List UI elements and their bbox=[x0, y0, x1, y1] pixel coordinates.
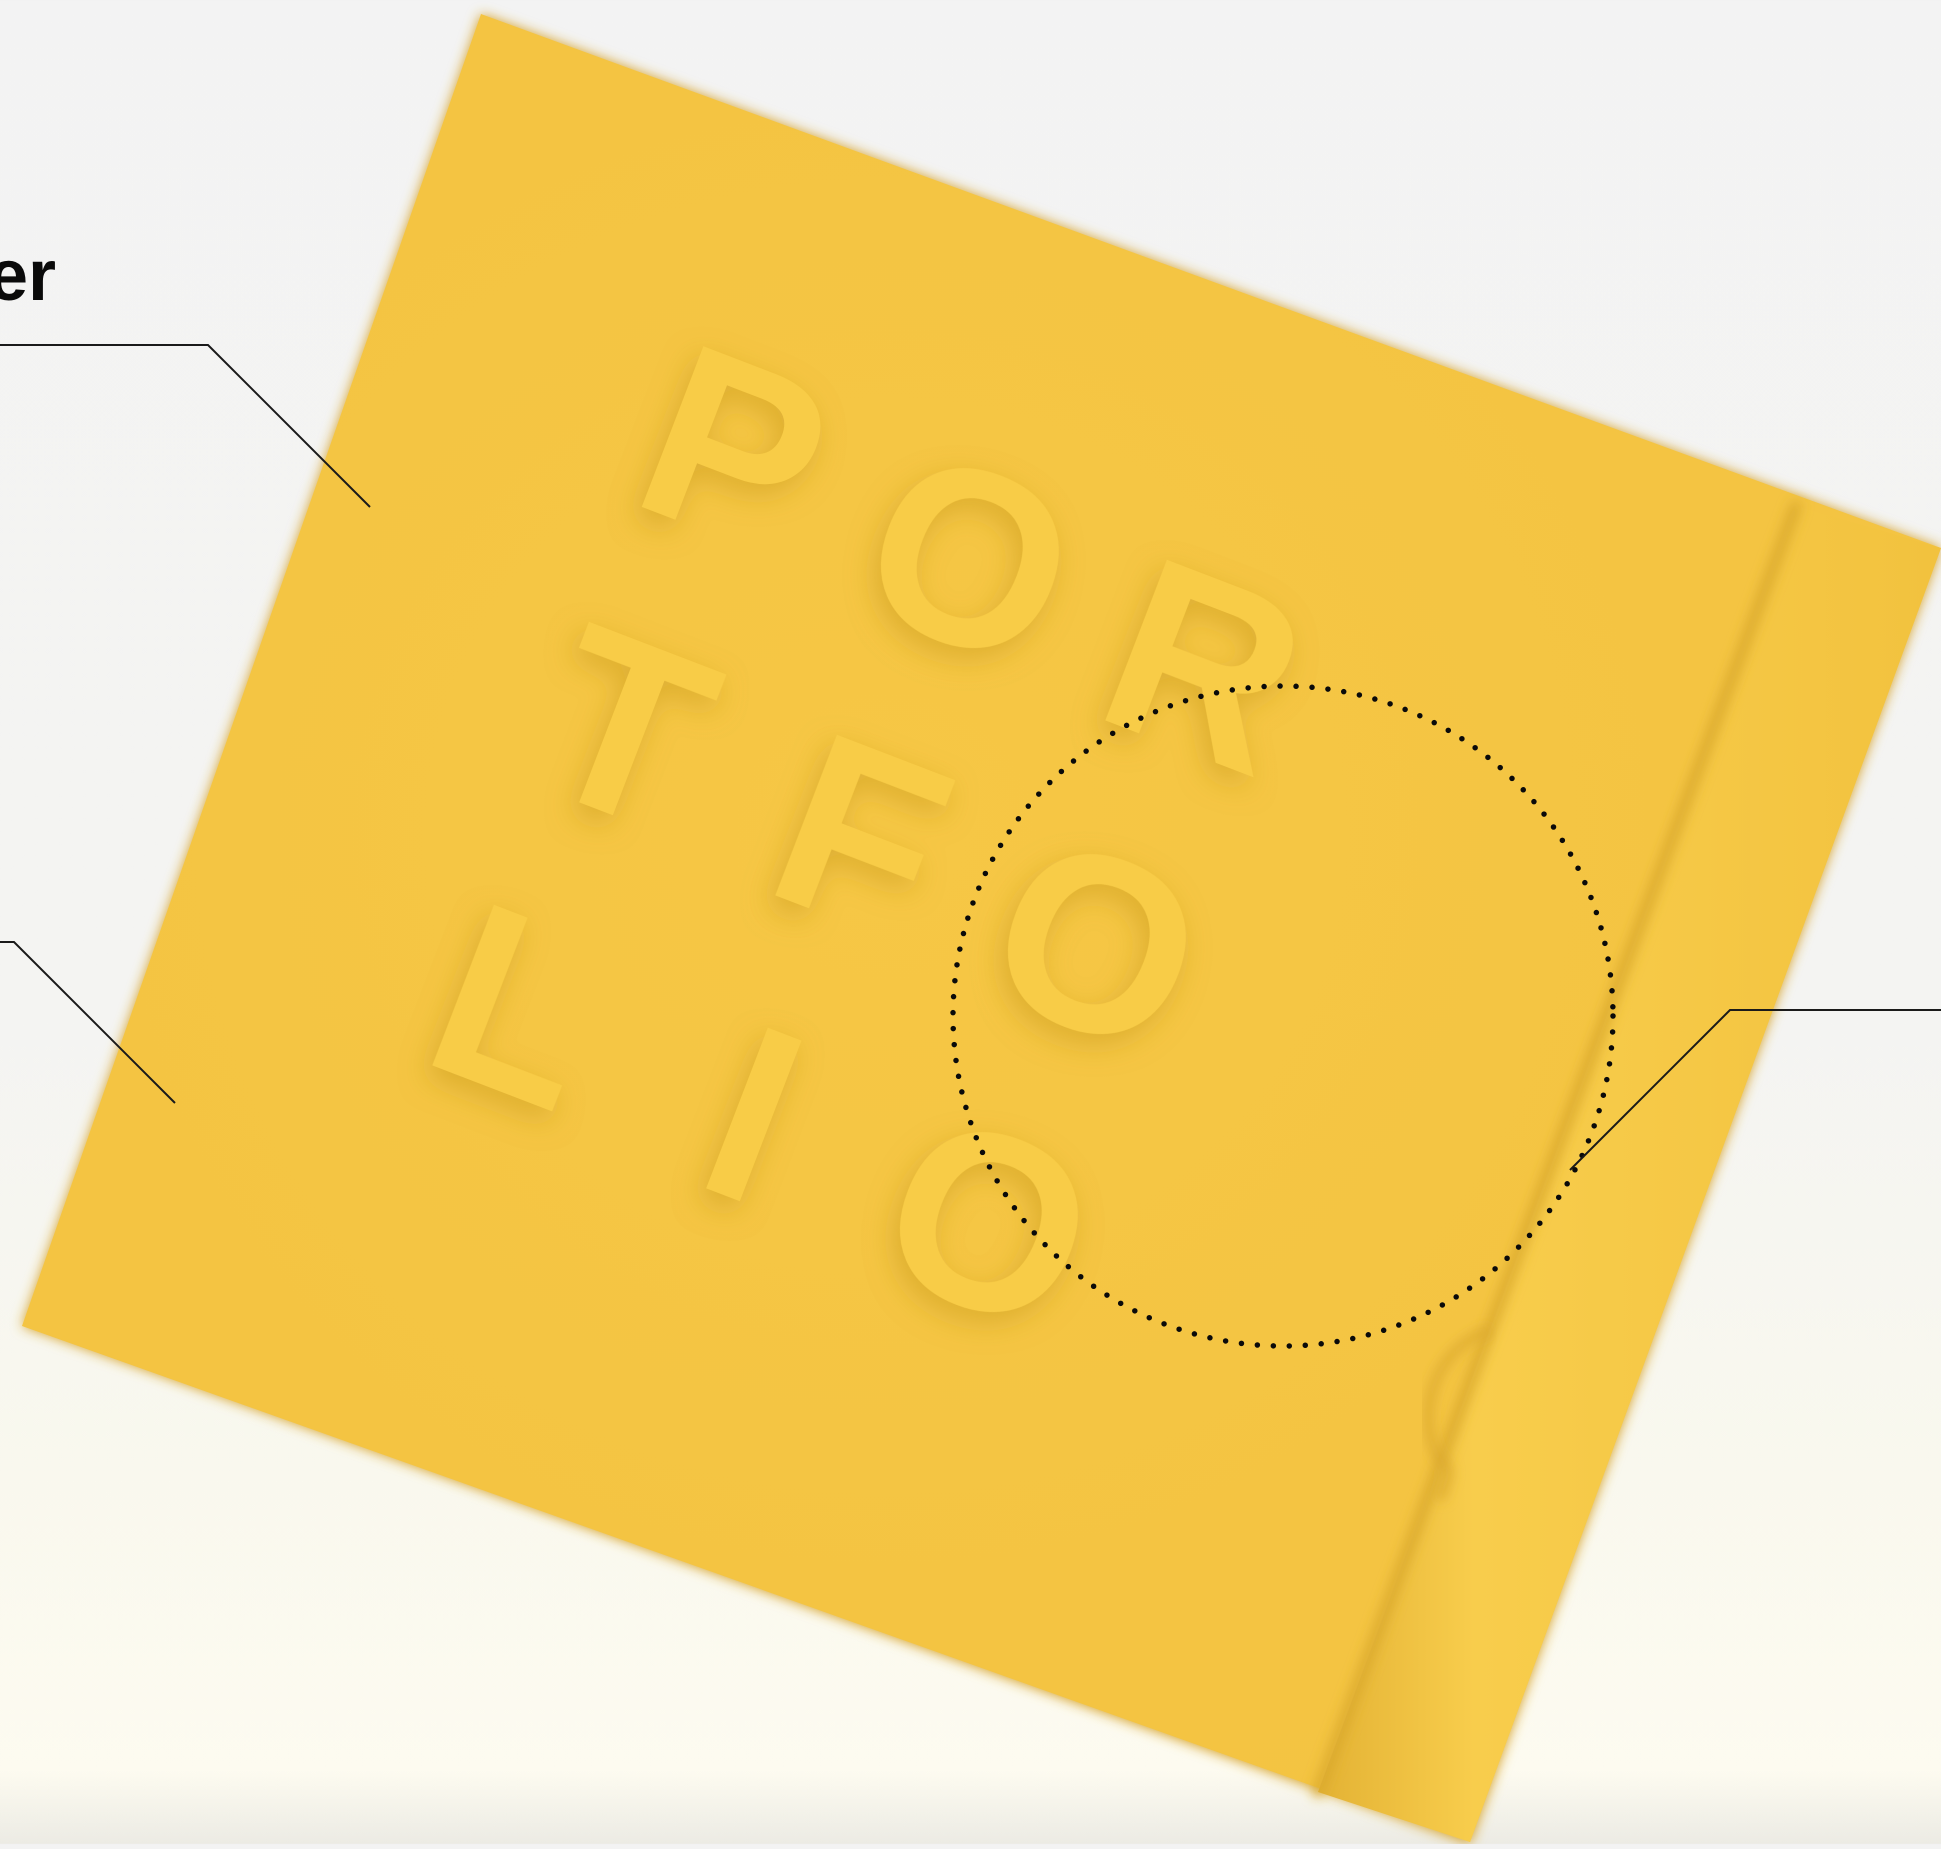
cover-front bbox=[22, 14, 1941, 1842]
cover-spine bbox=[1318, 506, 1941, 1842]
magnifier-circle bbox=[950, 683, 1616, 1349]
callout-lines bbox=[0, 344, 1941, 1171]
book-cover bbox=[22, 14, 1941, 1844]
callout-label: er bbox=[0, 236, 57, 316]
spine-notch bbox=[1424, 1326, 1492, 1502]
callout-line-left bbox=[0, 941, 176, 1104]
spine-crease bbox=[1313, 501, 1801, 1797]
callout-line-right bbox=[1569, 1009, 1941, 1171]
callout-line-cover bbox=[0, 344, 371, 508]
